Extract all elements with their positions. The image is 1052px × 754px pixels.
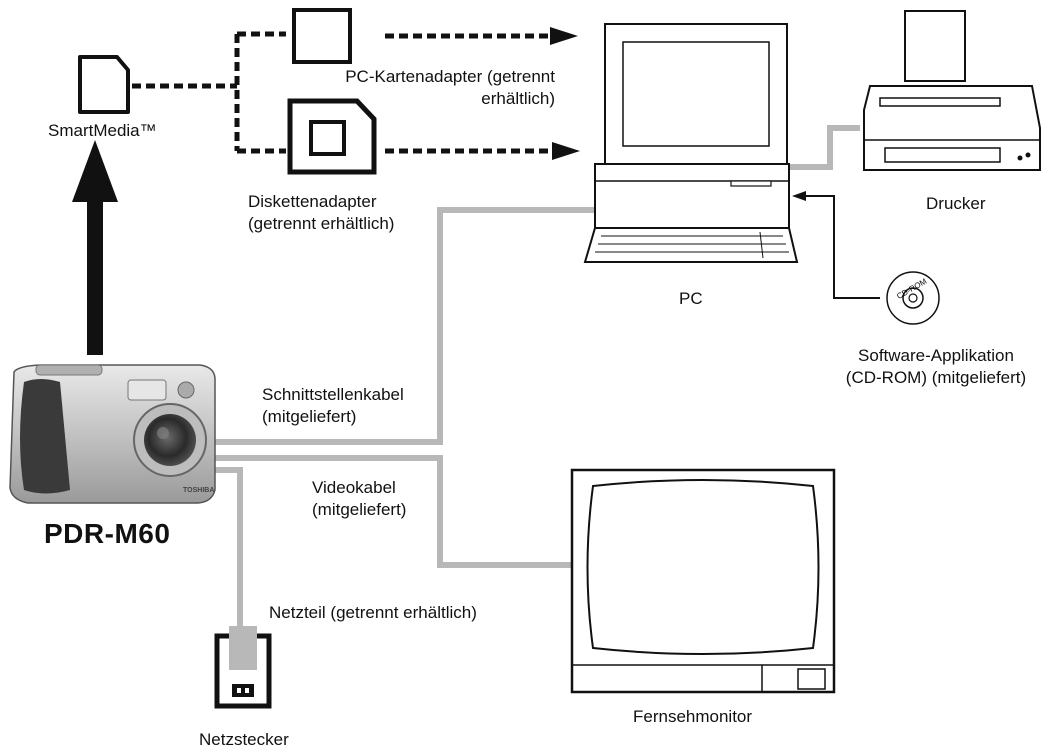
video-cable-label: Videokabel (mitgeliefert) [312,478,407,519]
smartmedia-card-icon [78,55,130,114]
software-arrow [792,191,880,299]
camera-to-smartmedia-arrow [72,140,118,355]
cd-rom-icon: CD-ROM [886,271,940,325]
cables [213,125,860,626]
tv-monitor-label: Fernsehmonitor [633,707,753,726]
video-cable-line [213,455,572,568]
power-cable-line [213,467,243,626]
camera-brand-text: TOSHIBA [183,487,214,494]
pc-icon [583,23,799,263]
camera-icon: TOSHIBA [9,364,216,504]
floppy-adapter-label: Diskettenadapter (getrennt erhältlich) [248,192,395,233]
power-plug-label: Netzstecker [199,730,289,749]
arrow-head-pc-card [550,27,578,45]
interface-cable-label: Schnittstellenkabel (mitgeliefert) [262,385,404,426]
pc-label: PC [679,289,703,308]
power-plug-icon [214,626,272,709]
smartmedia-label: SmartMedia™ [48,121,157,140]
arrow-head-floppy [552,142,580,160]
model-name: PDR-M60 [44,518,171,549]
tv-monitor-icon [570,468,836,694]
software-label: Software-Applikation (CD-ROM) (mitgelief… [845,346,1027,387]
printer-label: Drucker [926,194,986,213]
printer-cable-line [789,125,860,170]
power-adapter-label: Netzteil (getrennt erhältlich) [269,603,477,622]
floppy-adapter-icon [287,98,377,175]
pc-card-adapter-label: PC-Kartenadapter (getrennt erhältlich) [345,67,555,108]
dotted-connectors [132,31,552,154]
pc-card-adapter-icon [292,8,352,64]
printer-icon [863,10,1041,171]
interface-cable-line [213,207,596,445]
